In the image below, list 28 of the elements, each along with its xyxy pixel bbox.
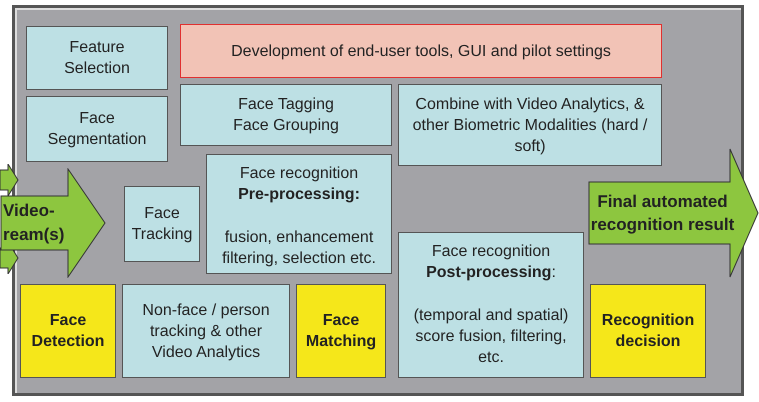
- process-box: [206, 154, 392, 274]
- box-label: Development of end-user tools, GUI and pilot settings: [230, 42, 612, 62]
- process-box: [398, 232, 584, 378]
- box-label: Face Segmentation: [46, 109, 148, 150]
- process-box: [180, 24, 662, 78]
- highlight-box: [296, 284, 386, 378]
- box-label: Face recognition Post-processing:: [425, 242, 557, 283]
- box-label: Face Tagging Face Grouping: [232, 95, 340, 136]
- box-label: Face recognition Pre-processing:: [237, 164, 361, 205]
- highlight-box: [590, 284, 706, 378]
- process-box: [398, 84, 662, 166]
- process-box: [180, 84, 392, 146]
- box-label: Face Tracking: [130, 204, 194, 245]
- box-label: Combine with Video Analytics, & other Biometric Modalities (hard / soft): [412, 94, 648, 156]
- box-label: Face Matching: [304, 311, 378, 352]
- box-label: Non-face / person tracking & other Video Analytics: [141, 300, 271, 362]
- box-label: Recognition decision: [600, 311, 696, 352]
- highlight-box: [20, 284, 116, 378]
- box-label: Feature Selection: [63, 38, 131, 79]
- arrow-label: Video- ream(s): [3, 200, 66, 246]
- process-box: [124, 186, 200, 262]
- process-box: [26, 26, 168, 90]
- arrow-label: Final automated recognition result: [590, 191, 736, 236]
- process-box: [122, 284, 290, 378]
- box-label: Face Detection: [30, 311, 106, 352]
- box-description: (temporal and spatial) score fusion, filtering, etc.: [412, 306, 570, 368]
- process-box: [26, 96, 168, 162]
- box-description: fusion, enhancement filtering, selection etc.: [221, 228, 377, 269]
